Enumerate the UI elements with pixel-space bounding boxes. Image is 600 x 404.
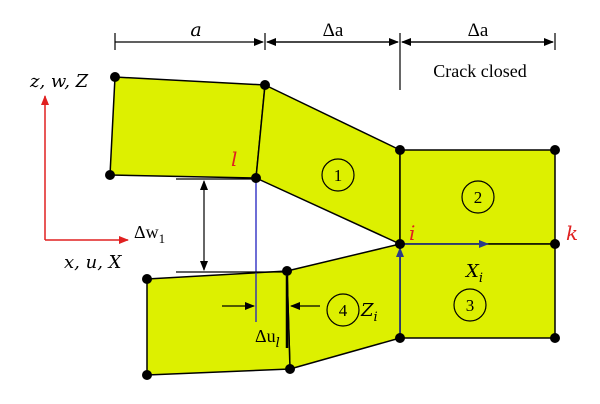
dim-label-a: a xyxy=(190,19,201,41)
element-4-circle xyxy=(326,293,360,327)
force-x-label: Xi xyxy=(464,261,483,286)
node xyxy=(142,274,152,284)
nodes xyxy=(105,72,560,380)
delta-u-label: Δul xyxy=(255,326,280,351)
dim-label-delta-a-1: Δa xyxy=(323,20,344,41)
node-l-label: l xyxy=(231,147,237,171)
force-x-sub: i xyxy=(479,271,483,286)
node-i-label: i xyxy=(409,221,415,245)
delta-w-label: Δw1 xyxy=(134,222,165,246)
element-1 xyxy=(255,84,401,245)
element-3-number: 3 xyxy=(466,296,475,315)
force-x-main: X xyxy=(464,261,480,282)
crack-closed-label: Crack closed xyxy=(433,61,526,81)
node xyxy=(395,333,405,343)
axis-x-label: x, u, X xyxy=(64,252,123,273)
node-k xyxy=(550,239,560,249)
node xyxy=(285,364,295,374)
element-labels xyxy=(321,158,495,327)
node xyxy=(550,145,560,155)
node-i xyxy=(395,239,405,249)
dimension-lines xyxy=(114,33,556,90)
element-1-circle xyxy=(321,158,355,192)
upper-left-element xyxy=(109,76,266,179)
node-l xyxy=(251,173,261,183)
node-k-label: k xyxy=(566,221,578,245)
force-z-sub: i xyxy=(374,310,378,325)
delta-w-main: Δw xyxy=(134,222,159,242)
delta-u-main: Δu xyxy=(255,326,276,346)
node xyxy=(110,72,120,82)
element-3-circle xyxy=(453,288,487,322)
coordinate-axes xyxy=(41,95,129,244)
node xyxy=(105,170,115,180)
delta-u-sub: l xyxy=(276,336,280,351)
node xyxy=(395,145,405,155)
force-z-label: Zi xyxy=(360,300,378,325)
element-2-number: 2 xyxy=(474,188,483,207)
mesh xyxy=(109,76,556,376)
lower-left-element xyxy=(146,270,291,376)
dim-label-delta-a-2: Δa xyxy=(468,20,489,41)
element-2-circle xyxy=(461,180,495,214)
element-1-number: 1 xyxy=(334,166,343,185)
delta-w-sub: 1 xyxy=(159,231,166,246)
node xyxy=(260,80,270,90)
force-z-main: Z xyxy=(360,300,374,321)
delta-w-dimension xyxy=(176,178,285,273)
node xyxy=(550,333,560,343)
node xyxy=(142,370,152,380)
axis-z-label: z, w, Z xyxy=(29,71,89,92)
element-4-number: 4 xyxy=(339,301,348,320)
node xyxy=(282,266,292,276)
